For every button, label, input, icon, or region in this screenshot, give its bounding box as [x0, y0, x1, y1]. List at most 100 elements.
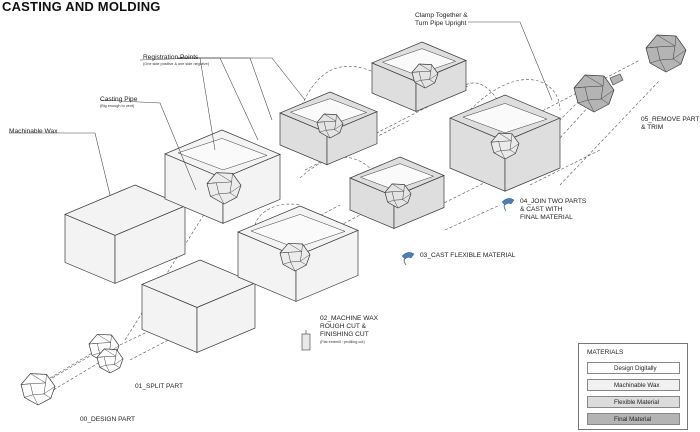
- gem-edge: [584, 74, 604, 87]
- gem-edge: [24, 394, 33, 398]
- gem-edge: [43, 393, 51, 399]
- gem-edge: [411, 71, 420, 73]
- flexible-cavity-gem: [316, 113, 344, 139]
- gem-edge: [229, 192, 237, 198]
- gem-edge: [509, 149, 516, 154]
- gem-edge: [91, 352, 100, 356]
- legend-label: Final Material: [614, 416, 652, 423]
- gem-edge: [334, 129, 340, 133]
- gem-edge: [114, 358, 124, 365]
- gem-edge: [301, 243, 303, 252]
- gem-edge: [88, 343, 98, 345]
- legend-item-design: Design Digitally: [587, 362, 680, 374]
- legend-item-wax: Machinable Wax: [587, 379, 680, 391]
- guide-curve: [299, 157, 381, 181]
- block-right-face: [222, 153, 281, 224]
- leader-line: [178, 57, 259, 141]
- gem-outline: [20, 373, 56, 406]
- gem-edge: [659, 59, 667, 73]
- leader-line: [99, 99, 197, 191]
- mold-cavity: [462, 103, 548, 134]
- gem-edge: [511, 133, 513, 141]
- gem-outline: [411, 63, 439, 89]
- label-step-05-2: & TRIM: [641, 124, 664, 131]
- guide-line: [129, 299, 246, 361]
- block-right-face: [295, 229, 359, 302]
- pour-stream: [403, 256, 407, 266]
- page-title: CASTING AND MOLDING: [2, 0, 161, 14]
- wax-block-upper: [64, 184, 186, 284]
- label-step-04-2: & CAST WITH: [520, 206, 563, 213]
- legend-label: Design Digitally: [614, 365, 657, 372]
- gem-edge: [392, 183, 404, 192]
- gem-edge: [600, 89, 615, 100]
- endmill-tool-icon: [301, 333, 311, 351]
- label-clamp-1: Clamp Together &: [415, 12, 468, 19]
- label-clamp-2: Turn Pipe Upright: [415, 20, 467, 27]
- gem-edge: [419, 63, 431, 72]
- gem-edge: [229, 185, 242, 194]
- gem-edge: [300, 261, 307, 266]
- gem-edge: [402, 193, 412, 200]
- gem-edge: [43, 386, 56, 395]
- gem-edge: [99, 364, 107, 368]
- guide-line: [559, 79, 661, 186]
- label-step-02-3: FINISHING CUT: [320, 331, 369, 338]
- gem-edge: [32, 394, 39, 406]
- gem-edge: [216, 172, 232, 183]
- gem-outline: [316, 113, 344, 139]
- label-casting-pipe-note: (Big enough to vent): [100, 104, 135, 108]
- gem-outline: [96, 348, 124, 374]
- gem-edge: [509, 143, 520, 151]
- gem-edge: [414, 79, 422, 83]
- pour-cup: [401, 252, 415, 260]
- label-casting-pipe: Casting Pipe: [100, 96, 138, 103]
- process-shapes: [20, 34, 687, 406]
- block-right-face: [393, 174, 445, 230]
- label-step-05-1: 05_REMOVE PART: [641, 116, 700, 123]
- gem-edge: [587, 99, 595, 113]
- split-part-lower-gem: [96, 348, 124, 374]
- label-step-02-note: (Flat endmill · profiling cut): [320, 340, 365, 344]
- legend-item-final: Final Material: [587, 413, 680, 425]
- gem-edge: [288, 243, 302, 252]
- gem-edge: [645, 46, 658, 49]
- gem-edge: [387, 199, 395, 203]
- gem-edge: [115, 349, 117, 357]
- gem-edge: [649, 59, 661, 64]
- joined-mold: [449, 94, 561, 192]
- gem-edge: [498, 132, 512, 141]
- gem-edge: [672, 49, 687, 60]
- gem-edge: [282, 261, 291, 265]
- gem-edge: [429, 73, 439, 80]
- gem-edge: [429, 79, 435, 83]
- gem-edge: [20, 383, 31, 385]
- legend-title: MATERIALS: [587, 349, 624, 356]
- leader-line: [9, 132, 111, 196]
- legend-label: Machinable Wax: [614, 382, 660, 389]
- label-step-03: 03_CAST FLEXIBLE MATERIAL: [420, 252, 516, 259]
- gem-edge: [206, 182, 217, 184]
- gem-edge: [316, 121, 325, 123]
- gem-outline: [206, 172, 242, 205]
- materials-legend: MATERIALS Design Digitally Machinable Wa…: [578, 343, 688, 430]
- gem-edge: [577, 99, 589, 104]
- gem-edge: [335, 114, 337, 122]
- gem-edge: [600, 98, 610, 105]
- gem-outline: [645, 34, 687, 73]
- cast-part-with-pipe: [573, 74, 615, 113]
- label-machinable-wax: Machinable Wax: [9, 128, 58, 135]
- pour-icon-final: [501, 198, 515, 212]
- flexible-mold-upper: [279, 91, 378, 166]
- gem-edge: [97, 334, 111, 343]
- block-right-face: [196, 282, 256, 354]
- gem-edge: [105, 365, 111, 374]
- pour-stream: [503, 202, 507, 212]
- legend-item-flexible: Flexible Material: [587, 396, 680, 408]
- lower-cavity-gem: [384, 183, 412, 209]
- label-step-02-2: ROUGH CUT &: [320, 323, 367, 330]
- guide-line: [529, 149, 601, 186]
- gem-edge: [573, 86, 586, 89]
- gem-outline: [573, 74, 615, 113]
